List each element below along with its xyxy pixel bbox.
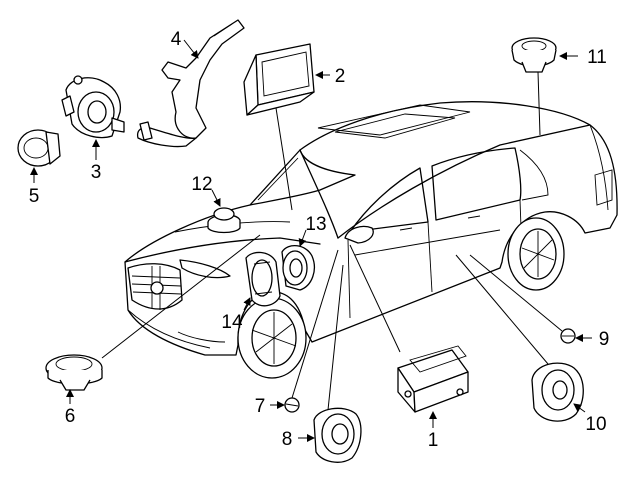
leader-lines — [30, 39, 592, 442]
callout-10: 10 — [585, 414, 606, 435]
part-10-speaker — [531, 362, 584, 422]
part-1-control-module — [397, 345, 469, 413]
callout-14: 14 — [221, 312, 243, 333]
part-5-speaker — [17, 129, 61, 167]
part-13-speaker — [281, 245, 315, 291]
part-3-speaker-assembly — [61, 75, 125, 139]
callout-2: 2 — [335, 66, 346, 87]
callout-labels: 1 2 3 4 5 6 7 8 9 10 11 12 13 14 — [29, 29, 610, 451]
callout-11: 11 — [587, 47, 607, 68]
part-11-speaker — [511, 37, 557, 73]
callout-6: 6 — [65, 406, 76, 427]
callout-8: 8 — [282, 429, 293, 450]
part-6-speaker — [45, 354, 103, 391]
callout-4: 4 — [171, 29, 182, 50]
callout-9: 9 — [599, 329, 610, 350]
callout-5: 5 — [29, 186, 40, 207]
part-2-display-unit — [243, 43, 315, 116]
callout-1: 1 — [428, 430, 439, 451]
callout-12: 12 — [191, 174, 212, 195]
vehicle-illustration — [124, 101, 618, 379]
callout-13: 13 — [305, 214, 326, 235]
callout-7: 7 — [255, 396, 266, 417]
part-14-bracket — [245, 251, 281, 307]
callout-3: 3 — [91, 162, 102, 183]
part-4-wire-harness — [136, 19, 245, 148]
part-12-tweeter — [207, 207, 241, 234]
part-7-clip — [284, 397, 300, 413]
part-9-clip — [560, 328, 576, 344]
part-8-woofer — [313, 407, 362, 463]
